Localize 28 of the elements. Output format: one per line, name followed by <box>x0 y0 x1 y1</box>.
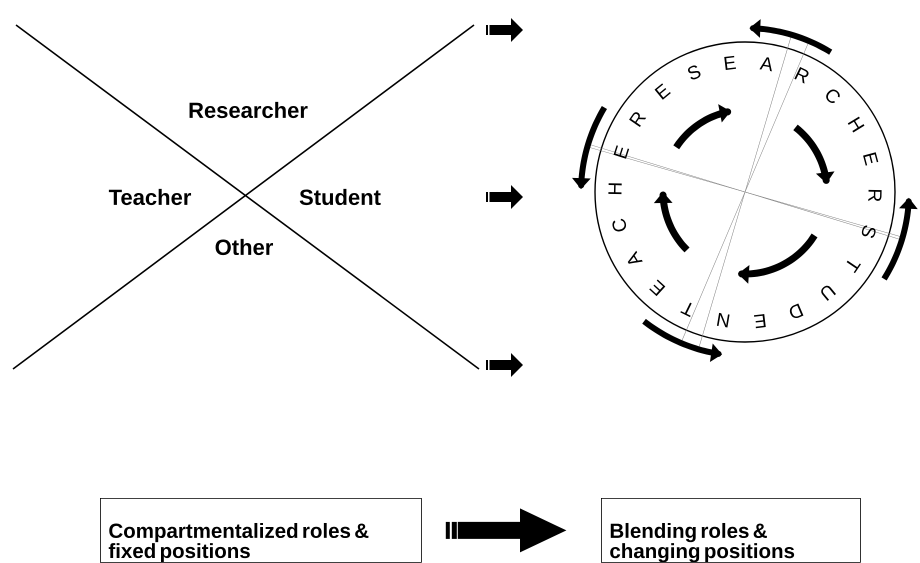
ring-letter: E <box>863 152 878 166</box>
ring-letter: E <box>614 145 630 159</box>
text-box: Blending roles & changing positions <box>601 498 861 563</box>
ring-letter: T <box>846 260 861 274</box>
ring-letter: R <box>868 190 882 202</box>
ring-letter: U <box>821 286 836 301</box>
ring-letter: A <box>759 57 772 72</box>
ring-letter: A <box>628 250 643 264</box>
role-label: Student <box>300 188 381 206</box>
ring-letter: C <box>612 218 626 232</box>
ring-letter: D <box>790 304 804 318</box>
ring-letter: S <box>862 226 876 238</box>
ring-letter: S <box>688 65 701 80</box>
role-label: Other <box>216 238 274 256</box>
ring-letter: H <box>608 183 622 194</box>
ring-letter: C <box>826 89 840 103</box>
ring-letter: R <box>629 112 646 128</box>
role-label: Researcher <box>190 102 308 118</box>
ring-letter: R <box>794 66 809 84</box>
role-label: Teacher <box>108 188 192 206</box>
ring-letter: E <box>654 83 671 100</box>
ring-letter: H <box>848 116 864 132</box>
ring-letter: T <box>680 302 692 318</box>
ring-letter: N <box>716 312 730 328</box>
text-box: Compartmentalized roles & fixed positions <box>100 498 422 563</box>
ring-letter: E <box>724 56 736 70</box>
ring-letter: E <box>649 280 666 296</box>
ring-letter: E <box>754 314 766 328</box>
